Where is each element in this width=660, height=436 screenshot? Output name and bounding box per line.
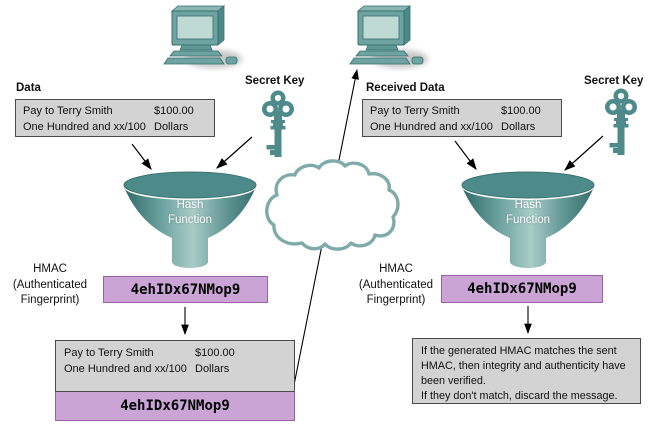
sender-data-title: Data xyxy=(16,82,41,94)
sent-hmac-value: 4ehIDx67NMop9 xyxy=(120,398,230,414)
check-payee: Pay to Terry Smith xyxy=(370,105,460,117)
sent-message-hmac: 4ehIDx67NMop9 xyxy=(55,392,295,421)
receiver-computer-icon xyxy=(349,5,428,68)
sender-data-to-hash-arrow xyxy=(131,143,152,170)
receiver-key-icon xyxy=(605,88,637,155)
check-amount-words: One Hundred and xx/100 xyxy=(23,121,146,133)
sender-key-icon xyxy=(262,90,294,157)
receiver-hmac-box: 4ehIDx67NMop9 xyxy=(441,275,603,303)
check-line-2: One Hundred and xx/100 Dollars xyxy=(370,119,561,135)
check-currency: Dollars xyxy=(154,121,189,133)
network-cloud-icon xyxy=(265,159,400,251)
check-currency: Dollars xyxy=(195,363,230,375)
sender-hmac-value: 4ehIDx67NMop9 xyxy=(130,281,241,298)
receiver-data-box: Pay to Terry Smith $100.00 One Hundred an… xyxy=(362,99,562,137)
check-amount: $100.00 xyxy=(195,347,235,359)
check-amount-words: One Hundred and xx/100 xyxy=(370,121,493,133)
receiver-hash-funnel xyxy=(461,171,595,268)
receiver-data-to-hash-arrow xyxy=(454,140,477,170)
check-line-2: One Hundred and xx/100 Dollars xyxy=(23,119,214,135)
receiver-key-to-hash-arrow xyxy=(564,135,604,171)
receiver-data-title: Received Data xyxy=(366,82,445,94)
check-payee: Pay to Terry Smith xyxy=(64,347,154,359)
sender-computer-icon xyxy=(163,5,242,68)
sender-key-to-hash-arrow xyxy=(216,136,253,169)
receiver-secret-key-label: Secret Key xyxy=(584,75,644,87)
verification-note-box: If the generated HMAC matches the sent H… xyxy=(412,338,641,404)
sender-hash-funnel xyxy=(123,171,257,268)
receiver-hash-function-label: Hash Function xyxy=(505,199,551,226)
sender-hmac-caption: HMAC (Authenticated Fingerprint) xyxy=(12,263,88,306)
check-amount: $100.00 xyxy=(154,105,194,117)
check-currency: Dollars xyxy=(501,121,536,133)
check-line-1: Pay to Terry Smith $100.00 xyxy=(23,103,214,119)
sender-data-box: Pay to Terry Smith $100.00 One Hundred an… xyxy=(15,99,215,137)
check-amount-words: One Hundred and xx/100 xyxy=(64,363,187,375)
check-line-1: Pay to Terry Smith $100.00 xyxy=(370,103,561,119)
sender-hmac-box: 4ehIDx67NMop9 xyxy=(103,276,268,303)
sender-secret-key-label: Secret Key xyxy=(245,75,305,87)
check-amount: $100.00 xyxy=(501,105,541,117)
receiver-hmac-caption: HMAC (Authenticated Fingerprint) xyxy=(358,263,434,306)
sender-hash-function-label: Hash Function xyxy=(167,199,213,226)
receiver-hmac-value: 4ehIDx67NMop9 xyxy=(467,281,577,297)
check-payee: Pay to Terry Smith xyxy=(23,105,113,117)
sent-message-box: Pay to Terry Smith $100.00 One Hundred an… xyxy=(55,340,295,421)
sent-message-data: Pay to Terry Smith $100.00 One Hundred an… xyxy=(55,340,295,392)
